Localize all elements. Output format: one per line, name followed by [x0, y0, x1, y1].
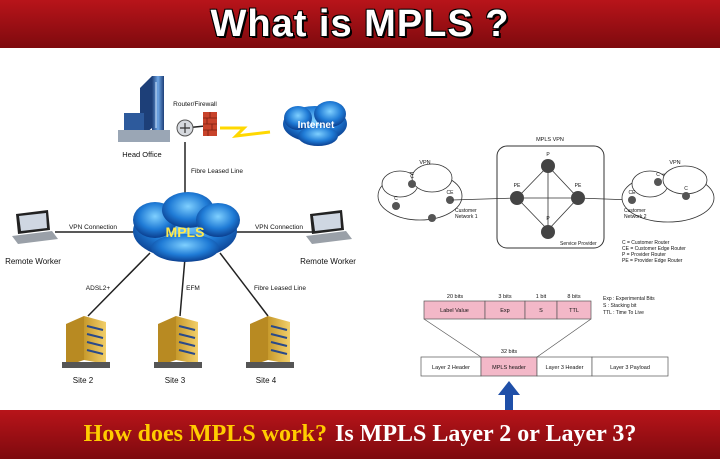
- bits-label-ttl: 8 bits: [567, 294, 580, 300]
- packet-layer3-payload: [591, 356, 669, 377]
- p-label-top: P: [546, 152, 550, 158]
- efm-label: EFM: [186, 285, 200, 292]
- mpls-legend-exp: Exp : Experimental Bits: [603, 296, 655, 302]
- provider-box: [496, 145, 605, 249]
- network-diagram: Head Office Router/Firewall Internet Fib…: [5, 76, 356, 385]
- up-arrow-icon: [498, 381, 520, 410]
- site4-building-icon: [246, 316, 294, 368]
- laptop-left-icon: [12, 210, 58, 244]
- vpn-right-cloud: [621, 165, 715, 223]
- router-firewall-label: Router/Firewall: [173, 101, 217, 108]
- internet-label: Internet: [298, 120, 335, 131]
- ce-router-2: [628, 196, 636, 204]
- title-banner: What is MPLS ?: [0, 0, 720, 48]
- mpls-vpn-diagram: VPN C C CE Customer Network 1 MPLS VPN P…: [377, 137, 715, 264]
- c-router-3: [428, 214, 436, 222]
- customer-network-1-line2: Network 1: [455, 214, 478, 220]
- mpls-header-diagram: 20 bits 3 bits 1 bit 8 bits Label Value …: [420, 294, 669, 410]
- field-s-text: S: [539, 308, 543, 314]
- mpls-vpn-label: MPLS VPN: [536, 137, 564, 143]
- c-router-1: [408, 180, 416, 188]
- site2-building-icon: [62, 316, 110, 368]
- mpls-legend-ttl: TTL : Time To Live: [603, 310, 644, 316]
- vpn-connection-right-label: VPN Connection: [255, 224, 303, 231]
- customer-network-2-line2: Network 2: [624, 214, 647, 220]
- p-router-bottom: [541, 225, 555, 239]
- vpn-legend-ce: CE = Customer Edge Router: [622, 246, 686, 252]
- mpls-legend-s: S : Stacking bit: [603, 303, 637, 309]
- ce-label-1: CE: [447, 190, 455, 196]
- service-provider-label: Service Provider: [560, 241, 597, 247]
- head-office-label: Head Office: [122, 150, 161, 159]
- site3-building-icon: [154, 316, 202, 368]
- footer-question-2: Is MPLS Layer 2 or Layer 3?: [335, 421, 637, 447]
- p-router-top: [541, 159, 555, 173]
- packet-layer2-header-text: Layer 2 Header: [432, 365, 470, 371]
- link-site3: [179, 257, 186, 317]
- mpls-cloud-label: MPLS: [166, 224, 205, 240]
- field-ttl-text: TTL: [569, 308, 579, 314]
- laptop-right-icon: [306, 210, 352, 244]
- fibre-leased-line-bottom-label: Fibre Leased Line: [254, 285, 306, 292]
- lightning-link: [220, 126, 271, 138]
- pe-router-left: [510, 191, 524, 205]
- adsl-label: ADSL2+: [86, 285, 111, 292]
- field-ttl: [556, 300, 592, 320]
- vpn-left-label: VPN: [419, 160, 430, 166]
- ce-label-2: CE: [629, 190, 637, 196]
- c-router-4: [654, 178, 662, 186]
- packet-layer3-header-text: Layer 3 Header: [546, 365, 584, 371]
- pe-label-right: PE: [575, 183, 582, 189]
- vpn-legend-c: C = Customer Router: [622, 240, 670, 246]
- footer-question-1: How does MPLS work?: [83, 421, 327, 447]
- customer-network-2-line1: Customer: [624, 208, 646, 214]
- field-label-value-text: Label Value: [440, 308, 469, 314]
- ce-router-1: [446, 196, 454, 204]
- router-icon: [176, 119, 194, 137]
- c-router-2: [392, 202, 400, 210]
- footer-banner: How does MPLS work? Is MPLS Layer 2 or L…: [0, 410, 720, 459]
- size-label: 32 bits: [501, 349, 517, 355]
- c-label-4: C: [656, 172, 660, 178]
- site3-label: Site 3: [165, 376, 186, 385]
- vpn-legend-p: P = Provider Router: [622, 252, 666, 258]
- c-router-5: [682, 192, 690, 200]
- packet-mpls-header-text: MPLS header: [492, 365, 526, 371]
- head-office-icon: [118, 76, 170, 142]
- mpls-cloud: [133, 192, 240, 262]
- bits-label-label-value: 20 bits: [447, 294, 463, 300]
- firewall-icon: [203, 112, 217, 136]
- packet-layer3-payload-text: Layer 3 Payload: [610, 365, 650, 371]
- c-label-2: C: [394, 196, 398, 202]
- customer-network-1-line1: Customer: [455, 208, 477, 214]
- diagram-canvas: Head Office Router/Firewall Internet Fib…: [5, 76, 715, 410]
- vpn-connection-left-label: VPN Connection: [69, 224, 117, 231]
- vpn-legend-pe: PE = Provider Edge Router: [622, 258, 683, 264]
- vpn-right-label: VPN: [669, 160, 680, 166]
- bits-label-s: 1 bit: [536, 294, 547, 300]
- pe-label-left: PE: [514, 183, 521, 189]
- pe-router-right: [571, 191, 585, 205]
- p-label-bottom: P: [546, 216, 550, 222]
- remote-worker-right-label: Remote Worker: [300, 257, 356, 266]
- internet-cloud: [283, 101, 347, 146]
- link-site4: [219, 252, 269, 317]
- page-title: What is MPLS ?: [210, 2, 510, 45]
- site4-label: Site 4: [256, 376, 277, 385]
- fibre-leased-line-top-label: Fibre Leased Line: [191, 168, 243, 175]
- c-label-1: C: [410, 174, 414, 180]
- field-exp-text: Exp: [500, 308, 509, 314]
- c-label-5: C: [684, 186, 688, 192]
- remote-worker-left-label: Remote Worker: [5, 257, 61, 266]
- link-site2: [87, 252, 151, 317]
- bits-label-exp: 3 bits: [498, 294, 511, 300]
- site2-label: Site 2: [73, 376, 94, 385]
